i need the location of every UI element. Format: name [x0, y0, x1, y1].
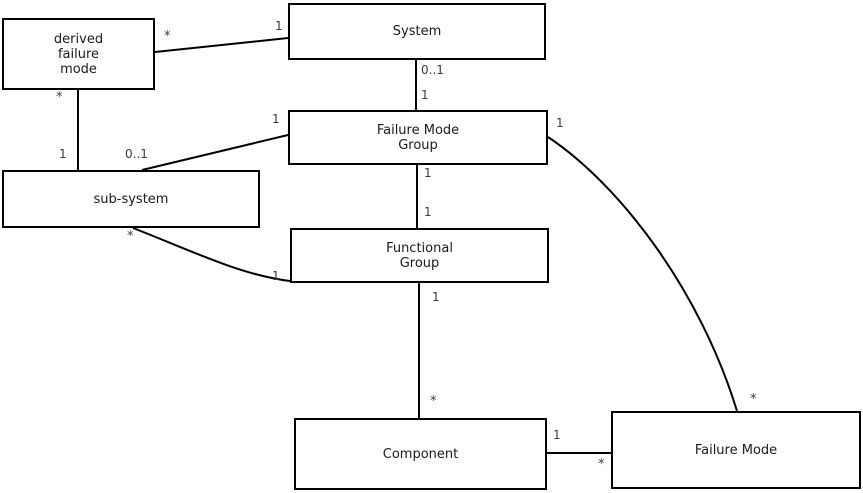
class-box-label: Component — [382, 446, 459, 462]
class-box-label: Failure Mode Group — [376, 122, 460, 153]
class-box-failure-mode[interactable]: Failure Mode — [611, 411, 861, 489]
multiplicity-label: * — [127, 229, 134, 244]
multiplicity-label: * — [430, 394, 437, 409]
multiplicity-label: * — [750, 392, 757, 407]
multiplicity-label: 1 — [272, 269, 280, 283]
edge-sub-system-failure-mode-group — [141, 134, 289, 171]
class-box-label: System — [392, 24, 442, 39]
class-box-label: sub-system — [93, 191, 169, 207]
multiplicity-label: * — [56, 90, 63, 105]
class-box-label: Functional Group — [386, 240, 453, 271]
multiplicity-label: 1 — [272, 112, 280, 126]
multiplicity-label: 0..1 — [421, 63, 444, 77]
edge-derived-failure-mode-system — [154, 37, 289, 53]
class-box-sub-system[interactable]: sub-system — [2, 170, 260, 228]
multiplicity-label: 1 — [553, 428, 561, 442]
class-box-label: Failure Mode — [694, 442, 778, 458]
multiplicity-label: 1 — [424, 166, 432, 180]
class-box-derived-failure-mode[interactable]: derived failure mode — [2, 18, 155, 90]
multiplicity-label: 1 — [275, 19, 283, 33]
class-box-label: derived failure mode — [53, 31, 104, 77]
multiplicity-label: 1 — [432, 290, 440, 304]
class-box-functional-group[interactable]: Functional Group — [290, 228, 549, 283]
multiplicity-label: * — [164, 29, 171, 44]
multiplicity-label: 1 — [424, 205, 432, 219]
edge-failure-mode-group-failure-mode — [547, 136, 738, 412]
multiplicity-label: 1 — [556, 116, 564, 130]
class-box-system[interactable]: System — [288, 3, 546, 60]
multiplicity-label: 1 — [59, 147, 67, 161]
class-box-failure-mode-group[interactable]: Failure Mode Group — [288, 110, 548, 165]
multiplicity-label: * — [598, 457, 605, 472]
class-box-component[interactable]: Component — [294, 418, 547, 490]
multiplicity-label: 1 — [421, 88, 429, 102]
multiplicity-label: 0..1 — [125, 147, 148, 161]
edge-sub-system-functional-group — [132, 227, 291, 282]
